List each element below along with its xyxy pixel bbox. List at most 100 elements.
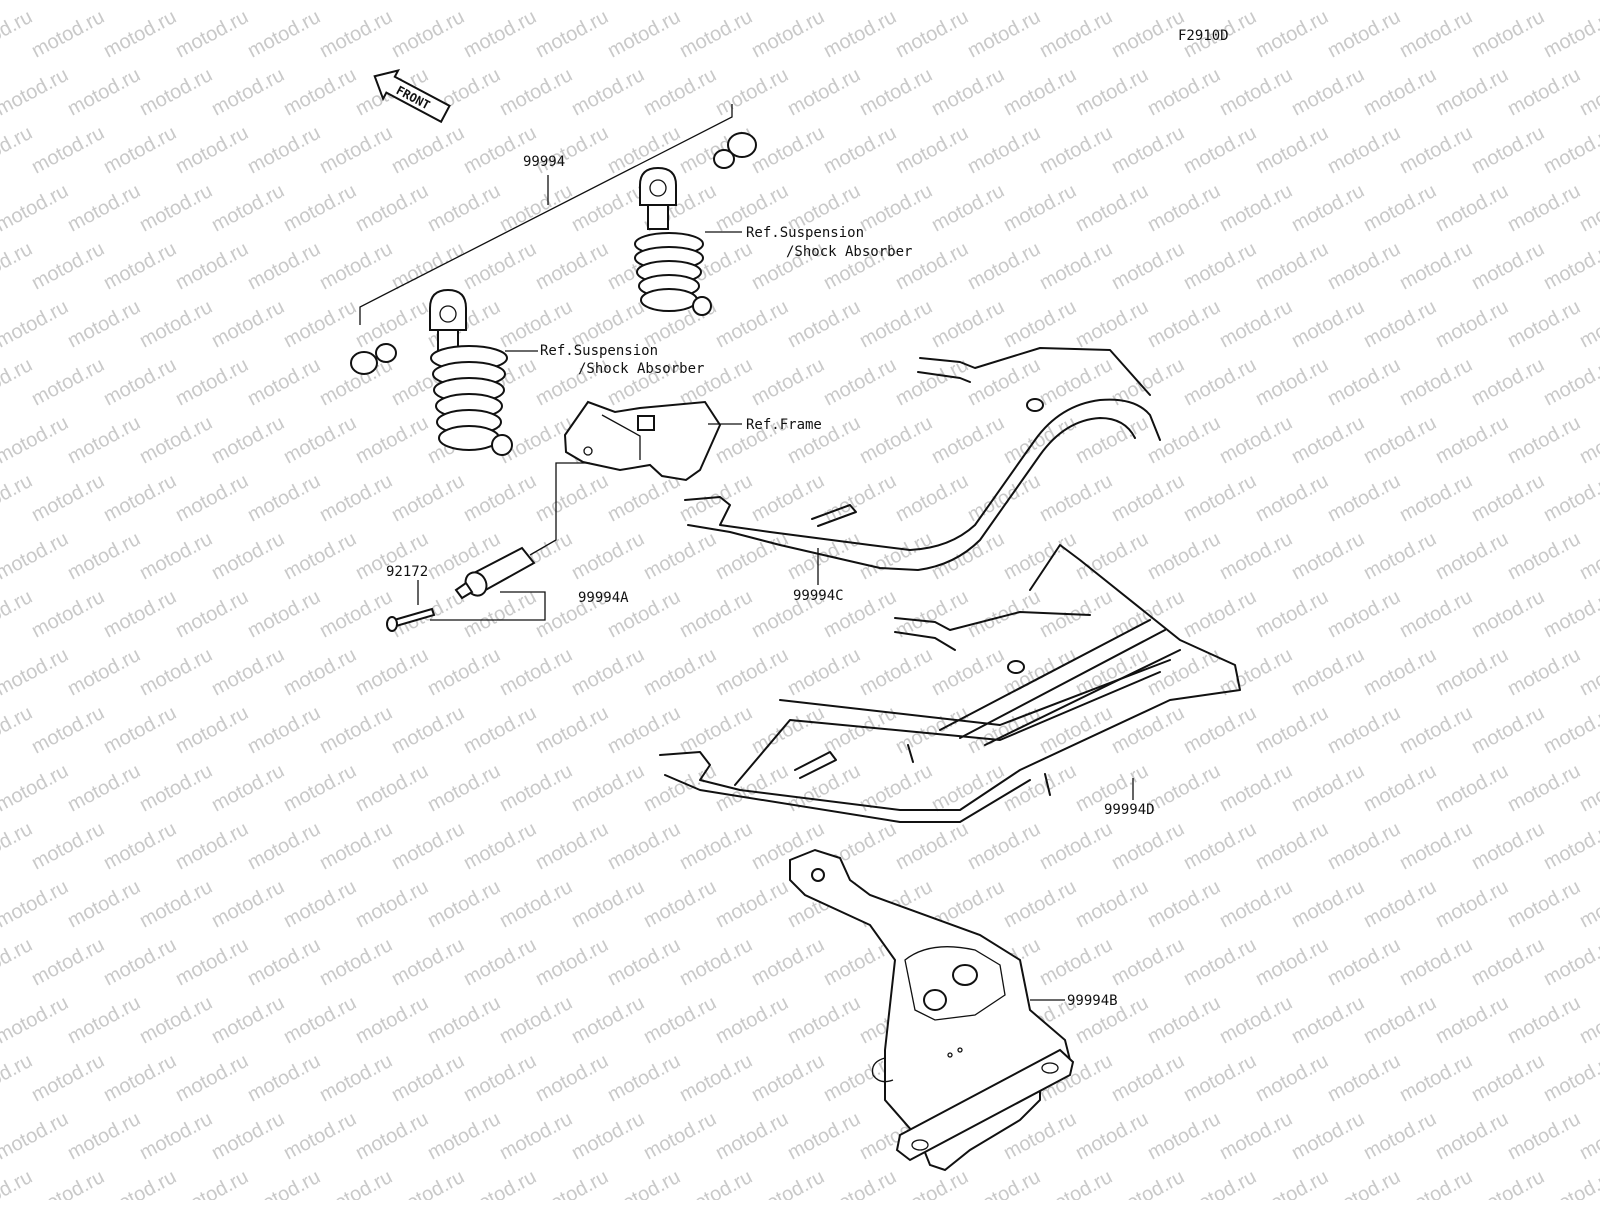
watermark-text: motod.ru: [0, 760, 72, 816]
watermark-text: motod.ru: [1288, 64, 1368, 120]
watermark-text: motod.ru: [460, 470, 540, 526]
watermark-text: motod.ru: [1540, 1166, 1600, 1200]
watermark-text: motod.ru: [856, 0, 936, 4]
watermark-text: motod.ru: [820, 470, 900, 526]
watermark-text: motod.ru: [1108, 1166, 1188, 1200]
watermark-text: motod.ru: [136, 876, 216, 932]
watermark-text: motod.ru: [712, 760, 792, 816]
watermark-text: motod.ru: [784, 1108, 864, 1164]
watermark-text: motod.ru: [352, 0, 432, 4]
watermark-text: motod.ru: [1324, 470, 1404, 526]
watermark-text: motod.ru: [1504, 412, 1584, 468]
watermark-text: motod.ru: [1432, 528, 1512, 584]
watermark-text: motod.ru: [1576, 412, 1600, 468]
watermark-text: motod.ru: [1360, 296, 1440, 352]
watermark-text: motod.ru: [1432, 760, 1512, 816]
watermark-text: motod.ru: [388, 934, 468, 990]
watermark-text: motod.ru: [568, 180, 648, 236]
watermark-text: motod.ru: [1216, 992, 1296, 1048]
watermark-text: motod.ru: [64, 876, 144, 932]
watermark-text: motod.ru: [856, 180, 936, 236]
watermark-text: motod.ru: [1288, 1108, 1368, 1164]
watermark-text: motod.ru: [28, 1050, 108, 1106]
watermark-text: motod.ru: [1000, 876, 1080, 932]
watermark-text: motod.ru: [100, 586, 180, 642]
watermark-text: motod.ru: [208, 1108, 288, 1164]
watermark-text: motod.ru: [676, 702, 756, 758]
watermark-text: motod.ru: [1216, 180, 1296, 236]
figure-code: F2910D: [1178, 28, 1229, 44]
watermark-text: motod.ru: [748, 702, 828, 758]
watermark-text: motod.ru: [28, 586, 108, 642]
watermark-text: motod.ru: [712, 296, 792, 352]
watermark-text: motod.ru: [100, 6, 180, 62]
watermark-text: motod.ru: [0, 992, 72, 1048]
watermark-text: motod.ru: [280, 296, 360, 352]
watermark-text: motod.ru: [100, 934, 180, 990]
watermark-text: motod.ru: [928, 412, 1008, 468]
watermark-text: motod.ru: [64, 760, 144, 816]
watermark-text: motod.ru: [964, 1166, 1044, 1200]
watermark-text: motod.ru: [1360, 528, 1440, 584]
watermark-text: motod.ru: [1036, 934, 1116, 990]
watermark-text: motod.ru: [28, 122, 108, 178]
watermark-text: motod.ru: [928, 296, 1008, 352]
watermark-text: motod.ru: [1540, 354, 1600, 410]
watermark-text: motod.ru: [64, 64, 144, 120]
watermark-text: motod.ru: [1468, 702, 1548, 758]
watermark-text: motod.ru: [0, 528, 72, 584]
watermark-text: motod.ru: [172, 1050, 252, 1106]
watermark-text: motod.ru: [1108, 934, 1188, 990]
watermark-text: motod.ru: [28, 238, 108, 294]
watermark-text: motod.ru: [568, 528, 648, 584]
watermark-text: motod.ru: [100, 702, 180, 758]
watermark-text: motod.ru: [1144, 644, 1224, 700]
watermark-text: motod.ru: [172, 1166, 252, 1200]
watermark-text: motod.ru: [1396, 238, 1476, 294]
watermark-text: motod.ru: [0, 876, 72, 932]
callout-ref-suspension-upper-2: /Shock Absorber: [786, 244, 912, 260]
watermark-text: motod.ru: [1108, 818, 1188, 874]
watermark-text: motod.ru: [748, 354, 828, 410]
watermark-text: motod.ru: [1144, 296, 1224, 352]
watermark-text: motod.ru: [1108, 122, 1188, 178]
watermark-text: motod.ru: [1432, 180, 1512, 236]
watermark-text: motod.ru: [172, 818, 252, 874]
watermark-text: motod.ru: [1324, 702, 1404, 758]
watermark-text: motod.ru: [352, 412, 432, 468]
watermark-text: motod.ru: [1360, 876, 1440, 932]
watermark-text: motod.ru: [460, 6, 540, 62]
watermark-text: motod.ru: [496, 992, 576, 1048]
watermark-text: motod.ru: [1540, 238, 1600, 294]
callout-kit-b: 99994B: [1067, 993, 1118, 1009]
watermark-text: motod.ru: [280, 760, 360, 816]
watermark-text: motod.ru: [1072, 1108, 1152, 1164]
watermark-text: motod.ru: [280, 876, 360, 932]
watermark-text: motod.ru: [1216, 296, 1296, 352]
watermark-text: motod.ru: [100, 470, 180, 526]
watermark-text: motod.ru: [568, 760, 648, 816]
watermark-text: motod.ru: [244, 122, 324, 178]
watermark-text: motod.ru: [1468, 6, 1548, 62]
watermark-text: motod.ru: [1180, 1050, 1260, 1106]
watermark-text: motod.ru: [1576, 992, 1600, 1048]
watermark-text: motod.ru: [1432, 1108, 1512, 1164]
watermark-text: motod.ru: [0, 702, 36, 758]
watermark-text: motod.ru: [1000, 412, 1080, 468]
watermark-text: motod.ru: [1432, 876, 1512, 932]
watermark-text: motod.ru: [1432, 296, 1512, 352]
watermark-text: motod.ru: [712, 528, 792, 584]
watermark-text: motod.ru: [0, 412, 72, 468]
watermark-text: motod.ru: [1576, 0, 1600, 4]
watermark-text: motod.ru: [1432, 0, 1512, 4]
watermark-text: motod.ru: [1144, 760, 1224, 816]
watermark-text: motod.ru: [64, 992, 144, 1048]
watermark-text: motod.ru: [64, 1108, 144, 1164]
watermark-text: motod.ru: [892, 818, 972, 874]
watermark-text: motod.ru: [244, 470, 324, 526]
watermark-text: motod.ru: [1576, 64, 1600, 120]
watermark-text: motod.ru: [1540, 818, 1600, 874]
watermark-text: motod.ru: [1180, 934, 1260, 990]
watermark-text: motod.ru: [1072, 180, 1152, 236]
watermark-text: motod.ru: [748, 122, 828, 178]
